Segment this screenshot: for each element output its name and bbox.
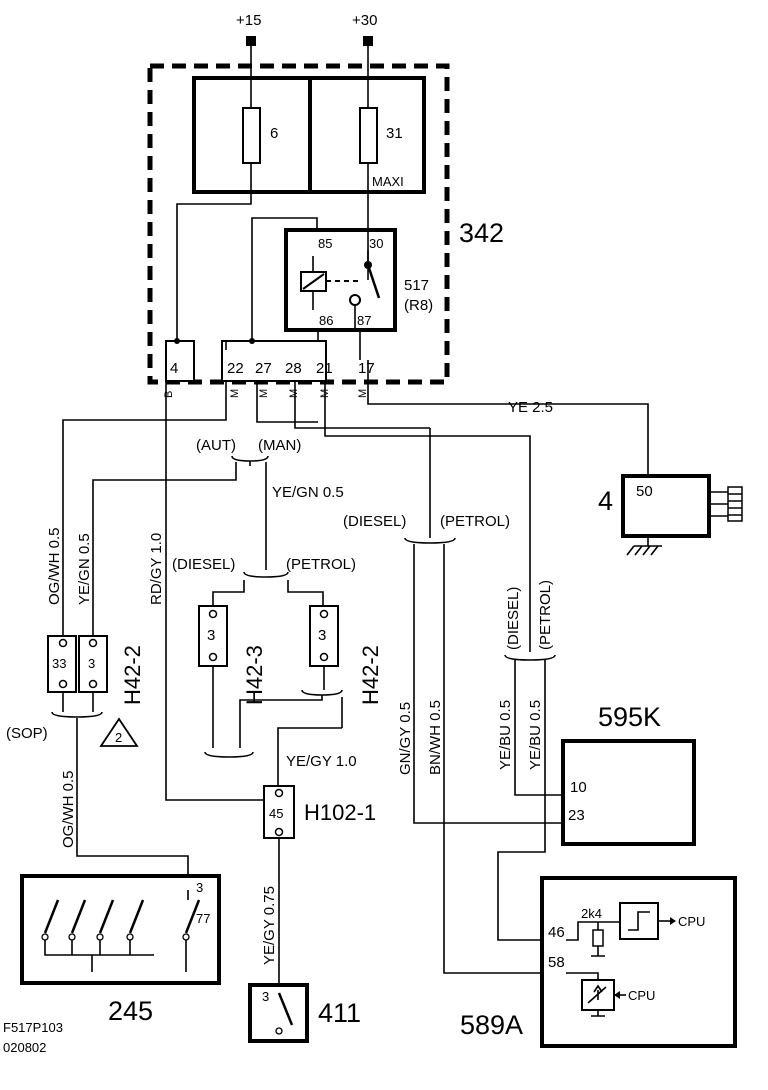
svg-text:CPU: CPU [628,988,655,1003]
svg-text:45: 45 [269,806,283,821]
wire-og-wh-0-5-b: OG/WH 0.5 [60,770,77,848]
svg-text:3: 3 [262,989,269,1004]
svg-text:10: 10 [570,779,587,796]
wire-ye-gn-0-5-h: YE/GN 0.5 [272,484,344,501]
svg-text:M: M [357,389,369,398]
relay-517-ref: (R8) [404,297,433,314]
svg-text:B: B [163,391,175,398]
svg-text:3: 3 [318,627,326,644]
svg-text:27: 27 [255,360,272,377]
svg-text:2: 2 [115,730,122,745]
svg-text:77: 77 [196,911,210,926]
svg-text:28: 28 [285,360,302,377]
svg-text:MAXI: MAXI [372,174,404,189]
component-589a: 589A 46 58 2k4 CPU CPU [460,876,737,1048]
svg-text:(PETROL): (PETROL) [440,513,510,530]
svg-text:3: 3 [207,627,215,644]
svg-text:589A: 589A [460,1010,523,1040]
fusebox-342-label: 342 [459,218,504,248]
svg-text:(DIESEL): (DIESEL) [505,587,522,650]
pin-connector-block: 4 22 27 28 21 17 B M M M M M [163,338,375,398]
svg-text:+30: +30 [352,12,377,29]
connector-h42-2-mid: 3 H42-2 [309,605,383,705]
wire-ye-gy-1-0: YE/GY 1.0 [286,753,357,770]
wire-ye-gy-0-75: YE/GY 0.75 [261,886,278,965]
svg-text:4: 4 [598,486,613,516]
svg-text:411: 411 [318,998,361,1028]
footer-date: 020802 [3,1040,46,1055]
svg-text:M: M [229,389,241,398]
svg-text:2k4: 2k4 [581,906,602,921]
fuse-6: 6 [242,107,278,164]
svg-text:85: 85 [318,236,332,251]
svg-text:H42-2: H42-2 [358,645,383,705]
svg-text:(MAN): (MAN) [258,437,301,454]
connector-h42-3: 3 H42-3 [198,605,267,705]
svg-text:(DIESEL): (DIESEL) [172,556,235,573]
wire-ye-2-5: YE 2.5 [508,399,553,416]
relay-517-label: 517 [404,277,429,294]
component-595k: 595K 10 23 [561,702,696,846]
svg-text:595K: 595K [598,702,661,732]
svg-text:31: 31 [386,125,403,142]
supply-15-terminal: +15 [236,12,261,46]
svg-text:+15: +15 [236,12,261,29]
component-4: 50 4 [598,474,743,556]
svg-text:17: 17 [358,360,375,377]
svg-text:H42-3: H42-3 [242,645,267,705]
svg-text:H42-2: H42-2 [120,645,145,705]
wire-ye-bu-0-5-b: YE/BU 0.5 [527,700,544,770]
svg-text:4: 4 [170,360,178,377]
svg-text:(AUT): (AUT) [196,437,236,454]
svg-text:(PETROL): (PETROL) [537,580,554,650]
svg-text:M: M [288,389,300,398]
wire-ye-bu-0-5-a: YE/BU 0.5 [497,700,514,770]
svg-text:(SOP): (SOP) [6,725,48,742]
note-triangle-icon: 2 [99,717,139,747]
svg-text:86: 86 [319,313,333,328]
component-411: 3 411 [248,983,361,1043]
svg-text:30: 30 [369,236,383,251]
svg-text:50: 50 [636,483,653,500]
svg-text:M: M [258,389,270,398]
svg-text:245: 245 [108,996,153,1026]
fuse-31: 31 MAXI [359,107,404,189]
svg-text:58: 58 [548,954,565,971]
wire-rd-gy-1-0: RD/GY 1.0 [148,533,165,605]
connector-h102-1: 45 H102-1 [263,785,376,839]
svg-text:87: 87 [357,313,371,328]
component-245: 245 3 77 [20,874,221,1026]
svg-text:(DIESEL): (DIESEL) [343,513,406,530]
svg-text:21: 21 [316,360,333,377]
svg-text:3: 3 [196,880,203,895]
svg-text:46: 46 [548,924,565,941]
footer-code: F517P103 [3,1020,63,1035]
svg-text:H102-1: H102-1 [304,800,376,825]
wire-gn-gy-0-5: GN/GY 0.5 [397,702,414,775]
supply-30-terminal: +30 [352,12,377,46]
wire-og-wh-0-5: OG/WH 0.5 [46,527,63,605]
svg-text:23: 23 [568,807,585,824]
svg-text:3: 3 [88,656,95,671]
svg-text:22: 22 [227,360,244,377]
svg-text:6: 6 [270,125,278,142]
svg-text:33: 33 [52,656,66,671]
wire-ye-gn-0-5-v: YE/GN 0.5 [76,533,93,605]
relay-517: 85 30 86 87 [284,228,397,332]
svg-text:(PETROL): (PETROL) [286,556,356,573]
svg-text:CPU: CPU [678,914,705,929]
wire-bn-wh-0-5: BN/WH 0.5 [427,700,444,775]
